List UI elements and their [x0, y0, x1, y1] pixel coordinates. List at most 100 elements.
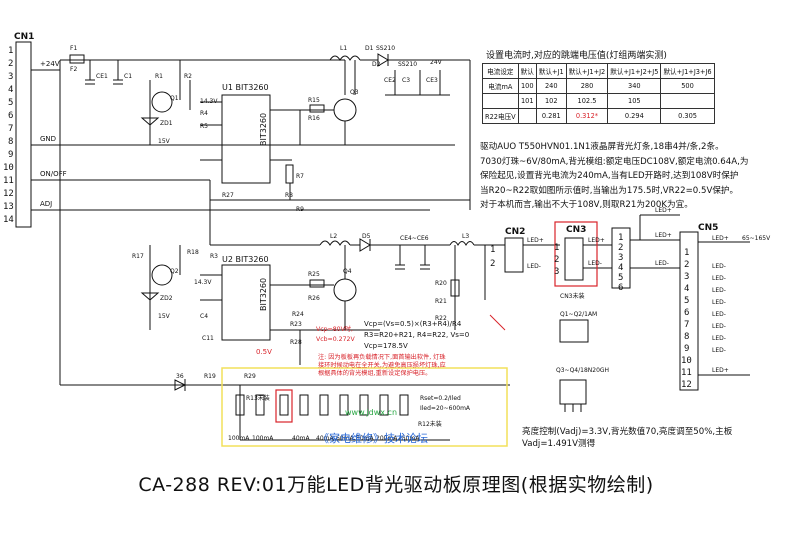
label-v143: 14.3V [200, 98, 218, 105]
signal-adj: ADJ [40, 200, 52, 208]
label-r17: R17 [132, 253, 144, 260]
label-c3: C3 [402, 77, 410, 84]
led-minus-cn5: LED- [712, 275, 726, 282]
cn3-label: CN3 [566, 225, 586, 235]
cn1-pin: 4 [8, 85, 13, 95]
label-zd2: ZD2 [160, 295, 173, 302]
note-line: 驱动AUO T550HVN01.1N1液晶屏背光灯条,18串4并/条,2条。 [480, 142, 724, 152]
label-ce46: CE4~CE6 [400, 235, 429, 242]
cn3-pin: 3 [554, 267, 559, 277]
table-cell [482, 93, 519, 109]
note-line: 7030灯珠~6V/80mA,背光模组:额定电压DC108V,额定电流0.64A… [480, 156, 749, 167]
label-r28: R28 [290, 339, 302, 346]
label-q4: Q4 [343, 268, 352, 275]
protection-note-line: 注: 因为板板再负载情况下,面首输出软件, 灯珠 [318, 354, 446, 361]
u2-chip [221, 264, 271, 341]
cn1-pin: 11 [3, 176, 14, 186]
label-rset: Rset=0.2/Iled [420, 395, 461, 402]
label-r29: R29 [244, 373, 256, 380]
label-r20: R20 [435, 280, 447, 287]
led-minus-cn5: LED- [712, 287, 726, 294]
led-minus-cn2: LED- [527, 263, 541, 270]
table-cell: 0.294 [607, 108, 662, 124]
label-100ma: 100mA [228, 435, 250, 442]
table-row: 电流mA 100 240 280 340 500 [482, 78, 715, 94]
label-40ma-b: 40mA [316, 435, 334, 442]
label-100ma-b: 100mA [252, 435, 274, 442]
label-r8: R8 [285, 192, 293, 199]
cn2-pin: 1 [490, 245, 495, 255]
label-v143b: 14.3V [194, 279, 212, 286]
led-minus-cn3: LED- [588, 260, 602, 267]
cn5-pin: 9 [684, 344, 689, 354]
formula-r-rel: R3=R20+R21, R4=R22, Vs=0 [364, 331, 470, 339]
cn5-pin: 3 [684, 272, 689, 282]
cn1-pin: 6 [8, 111, 13, 121]
led-minus-cn4: LED- [655, 260, 669, 267]
label-r21: R21 [435, 298, 447, 305]
table-cell: R22电压V [482, 108, 519, 124]
cn3-pin: 1 [554, 243, 559, 253]
table-header: 默认+J1+J2+J5 [607, 63, 662, 79]
cn5-pin: 7 [684, 320, 689, 330]
cn1-body [15, 41, 32, 228]
label-ss210: SS210 [376, 45, 395, 52]
label-200ma: 200mA [376, 435, 398, 442]
label-r5: R5 [200, 123, 208, 130]
label-d1: D1 [365, 45, 374, 52]
label-r2: R2 [184, 73, 192, 80]
led-minus-cn5: LED- [712, 311, 726, 318]
cn5-pin: 11 [681, 368, 692, 378]
label-q3q4: Q3~Q4/18N20GH [556, 367, 609, 374]
page-title: CA-288 REV:01万能LED背光驱动板原理图(根据实物绘制) [138, 474, 654, 496]
protection-note-line: 根据具体的背光模组,重新设定保护电压。 [318, 370, 432, 377]
note-line: 保险起见,设置背光电流为240mA,当有LED开路时,达到108V时保护 [480, 171, 739, 182]
notes-block: 驱动AUO T550HVN01.1N1液晶屏背光灯条,18串4并/条,2条。 7… [480, 140, 785, 213]
led-minus-cn5: LED- [712, 323, 726, 330]
label-l2: L2 [330, 233, 337, 240]
table-cell: 100 [517, 78, 537, 94]
table-cell [660, 93, 715, 109]
label-r12-box: R12未装 [418, 420, 442, 428]
cn5-pin: 10 [681, 356, 692, 366]
label-zd1: ZD1 [160, 120, 173, 127]
led-plus-cn4: LED+ [655, 207, 672, 214]
label-r27: R27 [222, 192, 234, 199]
label-u1: U1 BIT3260 [222, 83, 269, 92]
formula-vcp-red: Vcp=80V时, [316, 326, 354, 333]
label-r7: R7 [296, 173, 304, 180]
label-q3: Q3 [350, 89, 359, 96]
label-ss210b: SS210 [398, 61, 417, 68]
label-v15b: 15V [158, 313, 171, 320]
led-plus-cn3: LED+ [588, 237, 605, 244]
website-watermark: www.jdwx.cn [345, 408, 398, 417]
cn2-body [504, 237, 524, 273]
label-40ma: 40mA [292, 435, 310, 442]
signal-24v: +24V [40, 60, 60, 68]
cn5-pin: 12 [681, 380, 692, 390]
label-24v: 24V [430, 59, 443, 66]
table-cell: 0.281 [535, 108, 567, 124]
led-plus-cn5b: LED+ [712, 367, 729, 374]
led-range: 65~165V [742, 235, 771, 242]
cn5-pin: 4 [684, 284, 689, 294]
table-header: 默认+J1 [535, 63, 567, 79]
label-f1: F1 [70, 45, 77, 52]
cn1-pin: 5 [8, 98, 13, 108]
cn4-pin: 1 [618, 233, 623, 243]
label-c4: C4 [200, 313, 208, 320]
cn1-pin: 7 [8, 124, 13, 134]
label-r24: R24 [292, 311, 304, 318]
cn4-pin: 2 [618, 243, 623, 253]
adj-note-line: Vadj=1.491V测得 [522, 439, 596, 449]
cn1-pin: 13 [3, 202, 14, 212]
label-250ma: 250mA [398, 435, 420, 442]
cn3-pin: 2 [554, 255, 559, 265]
cn5-pin: 6 [684, 308, 689, 318]
label-r18: R18 [187, 249, 199, 256]
label-u1-chip: BIT3260 [259, 113, 268, 146]
current-arrow [489, 314, 506, 331]
cn2-pin: 2 [490, 259, 495, 269]
formula-vcp2: Vcp=178.5V [364, 342, 408, 350]
label-d6: 36 [176, 373, 184, 380]
